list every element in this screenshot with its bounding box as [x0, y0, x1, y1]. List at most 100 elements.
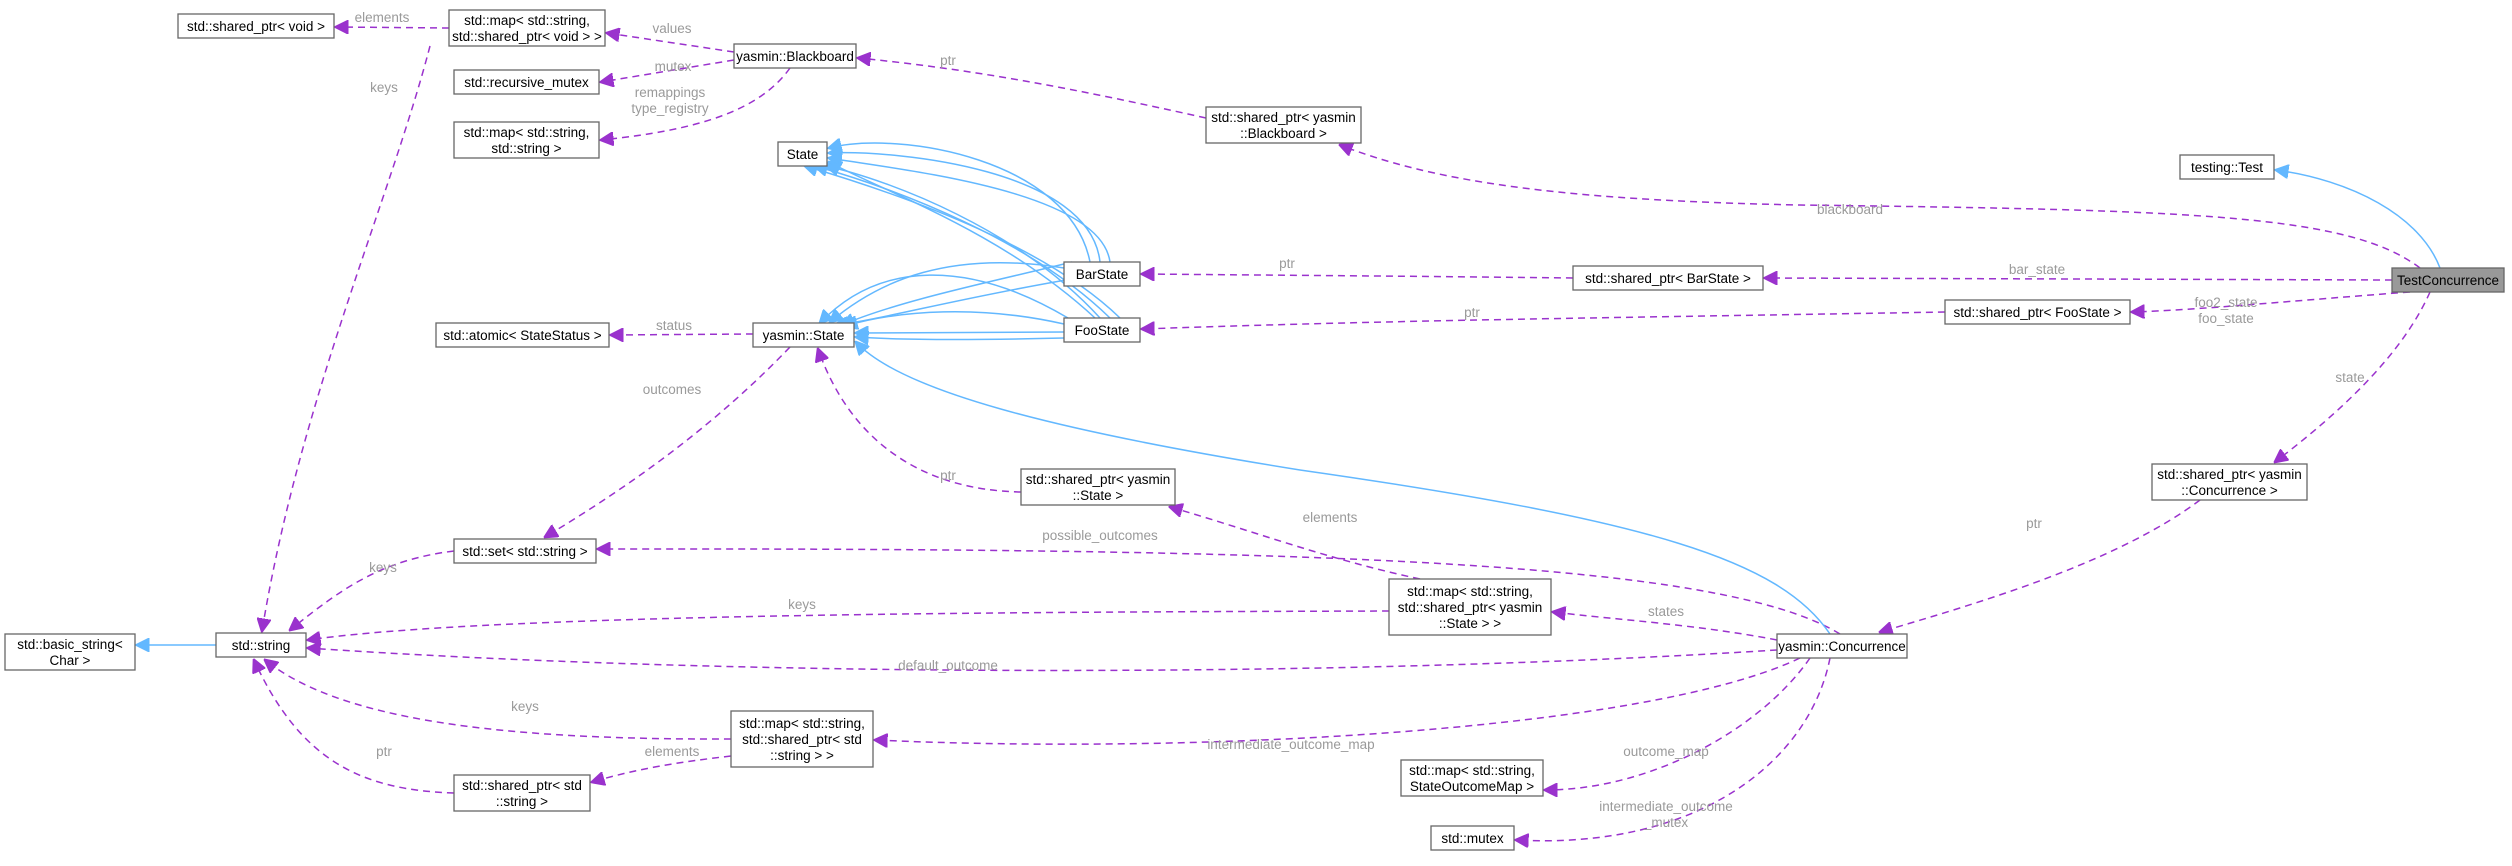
- node-label: StateOutcomeMap >: [1410, 779, 1534, 794]
- edge-inherit-bar-state-2: [829, 153, 1101, 263]
- node-yasmin-state[interactable]: yasmin::State: [752, 322, 855, 348]
- edge-elements-void: [336, 27, 450, 28]
- node-box: [1205, 106, 1362, 144]
- node-label: std::shared_ptr< void > >: [452, 29, 602, 44]
- node-label: yasmin::Concurrence: [1778, 639, 1906, 654]
- node-box: [1572, 265, 1764, 291]
- edge-label-ptr-foostate: ptr: [1464, 305, 1480, 320]
- edge-inherit-foo-state-1: [829, 162, 1096, 319]
- edge-inherit-foo-yasmin-2: [856, 332, 1065, 333]
- nodes-layer: std::shared_ptr< void >std::map< std::st…: [4, 9, 2505, 851]
- edge-status: [611, 334, 754, 335]
- edge-ptr-yasmin-state: [818, 349, 1022, 493]
- node-label: std::string >: [491, 141, 561, 156]
- edge-label-elements-void: elements: [355, 10, 410, 25]
- edge-mutex: [601, 59, 735, 82]
- node-basic-string[interactable]: std::basic_string<Char >: [4, 633, 136, 671]
- edge-outcome-map: [1545, 657, 1811, 790]
- node-box: [215, 632, 307, 658]
- node-label: testing::Test: [2191, 160, 2263, 175]
- node-label: ::State > >: [1439, 616, 1501, 631]
- edge-ptr-foostate: [1142, 311, 1946, 329]
- edge-possible-outcomes: [598, 549, 1841, 635]
- node-test-concurrence[interactable]: TestConcurrence: [2391, 267, 2505, 293]
- node-recursive-mutex[interactable]: std::recursive_mutex: [453, 69, 600, 95]
- node-box: [2391, 267, 2505, 293]
- node-box: [448, 9, 606, 47]
- node-label: std::shared_ptr< yasmin: [1211, 110, 1355, 125]
- edge-label-keys-map-state: keys: [788, 597, 816, 612]
- edge-inherit-bar-state-1: [829, 143, 1091, 263]
- node-label: std::atomic< StateStatus >: [443, 328, 601, 343]
- node-label: yasmin::State: [763, 328, 845, 343]
- node-map-string-string[interactable]: std::map< std::string,std::string >: [453, 121, 600, 159]
- edge-label-ptr-std-string: ptr: [376, 744, 392, 759]
- node-blackboard[interactable]: yasmin::Blackboard: [733, 43, 857, 69]
- node-box: [1944, 299, 2131, 325]
- edge-ptr-barstate: [1142, 274, 1574, 278]
- edge-label-remappings: remappings: [635, 85, 706, 100]
- node-shared-ptr-barstate[interactable]: std::shared_ptr< BarState >: [1572, 265, 1764, 291]
- edge-label-intermediate-outcome-mutex: intermediate_outcome: [1599, 799, 1733, 814]
- node-testing-test[interactable]: testing::Test: [2179, 154, 2275, 180]
- edge-label-foo-states: foo_state: [2198, 311, 2254, 326]
- node-box: [1388, 578, 1552, 636]
- edge-bar-state: [1765, 278, 2393, 280]
- node-label: std::map< std::string,: [1409, 763, 1535, 778]
- node-label: State: [787, 147, 819, 162]
- node-state[interactable]: State: [777, 141, 828, 167]
- edge-label-outcome-map: outcome_map: [1623, 744, 1709, 759]
- edge-label-elements-state: elements: [1303, 510, 1358, 525]
- node-label: std::shared_ptr< yasmin: [1398, 600, 1542, 615]
- node-map-string-shared-void[interactable]: std::map< std::string,std::shared_ptr< v…: [448, 9, 606, 47]
- edge-default-outcome: [308, 648, 1778, 672]
- edge-label-state: state: [2335, 370, 2364, 385]
- node-box: [1020, 468, 1176, 506]
- node-atomic-status[interactable]: std::atomic< StateStatus >: [435, 322, 610, 348]
- node-set-string[interactable]: std::set< std::string >: [453, 538, 597, 564]
- edge-ptr-std-string: [254, 660, 455, 794]
- edge-inherit-foo-state-3: [815, 166, 1111, 319]
- edge-label-values: values: [652, 21, 691, 36]
- node-std-string[interactable]: std::string: [215, 632, 307, 658]
- edge-label-ptr-barstate: ptr: [1279, 256, 1295, 271]
- edge-label-blackboard: blackboard: [1817, 202, 1883, 217]
- node-shared-ptr-yasmin-state[interactable]: std::shared_ptr< yasmin::State >: [1020, 468, 1176, 506]
- edge-keys-map-state: [308, 610, 1390, 640]
- node-label: std::shared_ptr< std: [742, 732, 862, 747]
- node-shared-ptr-blackboard[interactable]: std::shared_ptr< yasmin::Blackboard >: [1205, 106, 1362, 144]
- node-bar-state[interactable]: BarState: [1063, 261, 1141, 287]
- node-label: std::map< std::string,: [464, 125, 590, 140]
- node-box: [777, 141, 828, 167]
- node-foo-state[interactable]: FooState: [1063, 317, 1141, 343]
- node-label: ::string >: [496, 794, 548, 809]
- node-box: [435, 322, 610, 348]
- node-box: [1400, 759, 1544, 797]
- node-label: TestConcurrence: [2397, 273, 2499, 288]
- node-shared-ptr-foostate[interactable]: std::shared_ptr< FooState >: [1944, 299, 2131, 325]
- node-shared-ptr-concurrence[interactable]: std::shared_ptr< yasmin::Concurrence >: [2151, 463, 2308, 501]
- node-label: std::shared_ptr< FooState >: [1953, 305, 2121, 320]
- edge-keys-set: [290, 550, 455, 630]
- edge-label-foo-states: foo2_state: [2194, 295, 2257, 310]
- edge-labels-layer: elementsvaluesmutexremappingstype_regist…: [355, 10, 2365, 830]
- node-map-string-shared-state[interactable]: std::map< std::string,std::shared_ptr< y…: [1388, 578, 1552, 636]
- node-shared-ptr-std-string[interactable]: std::shared_ptr< std::string >: [453, 774, 591, 812]
- node-map-string-outcome[interactable]: std::map< std::string,StateOutcomeMap >: [1400, 759, 1544, 797]
- node-label: std::shared_ptr< yasmin: [2157, 467, 2301, 482]
- node-concurrence[interactable]: yasmin::Concurrence: [1776, 633, 1908, 659]
- edge-label-ptr-yasmin-state: ptr: [940, 468, 956, 483]
- node-box: [453, 538, 597, 564]
- node-label: std::shared_ptr< std: [462, 778, 582, 793]
- node-label: std::string: [232, 638, 291, 653]
- edge-inherit-bar-yasmin-3: [842, 261, 1073, 325]
- node-std-mutex[interactable]: std::mutex: [1430, 825, 1515, 851]
- edge-label-keys-set: keys: [369, 560, 397, 575]
- node-shared-ptr-void[interactable]: std::shared_ptr< void >: [177, 13, 335, 39]
- node-map-string-shared-string[interactable]: std::map< std::string,std::shared_ptr< s…: [730, 710, 874, 768]
- node-box: [1063, 261, 1141, 287]
- edge-keys-map-string: [265, 660, 732, 740]
- edge-state: [2275, 291, 2431, 462]
- edge-label-outcomes: outcomes: [643, 382, 702, 397]
